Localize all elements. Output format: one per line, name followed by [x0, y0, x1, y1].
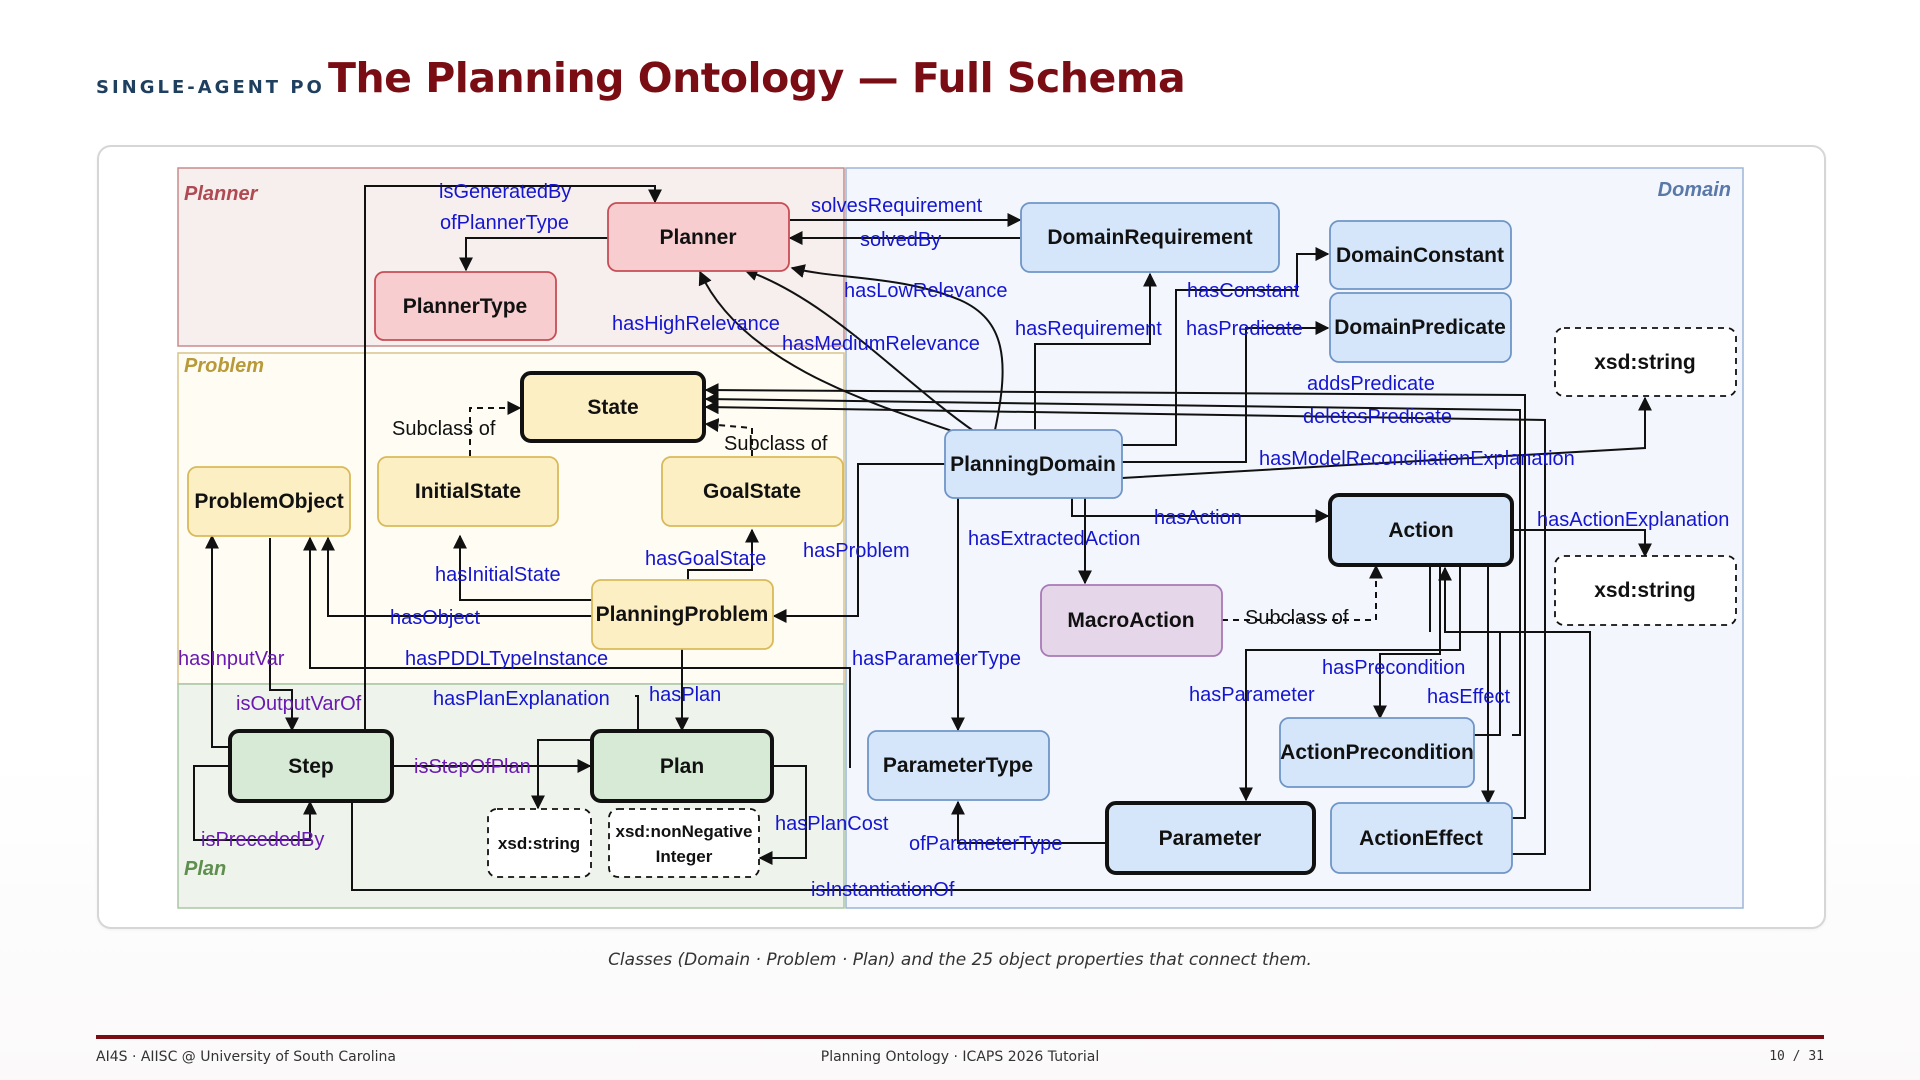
xsd-string-node-3	[487, 808, 592, 878]
label-is-instantiation-of: isInstantiationOf	[811, 879, 955, 901]
domain-requirement-class-label: DomainRequirement	[1047, 226, 1252, 249]
label-subclass-of-macro: Subclass of	[1245, 607, 1349, 629]
planner-type-class[interactable]	[374, 271, 557, 341]
action-class-label: Action	[1388, 519, 1453, 542]
label-has-action: hasAction	[1154, 507, 1242, 529]
label-has-model-reconciliation-explanation: hasModelReconciliationExplanation	[1259, 448, 1575, 470]
label-has-high-relevance: hasHighRelevance	[612, 313, 780, 335]
planning-problem-class[interactable]	[591, 579, 774, 650]
label-deletes-predicate: deletesPredicate	[1303, 406, 1452, 428]
label-has-requirement: hasRequirement	[1015, 318, 1162, 340]
page-number: 10 / 31	[1769, 1049, 1824, 1064]
label-of-planner-type: ofPlannerType	[440, 212, 569, 234]
planning-domain-class-label: PlanningDomain	[950, 453, 1116, 476]
label-has-input-var: hasInputVar	[178, 648, 285, 670]
domain-region-label: Domain	[1658, 179, 1731, 201]
footer-event: Planning Ontology · ICAPS 2026 Tutorial	[820, 1049, 1100, 1065]
xsd-string-label-3: xsd:string	[498, 834, 580, 853]
plan-region-label: Plan	[184, 858, 226, 880]
domain-predicate-class[interactable]	[1329, 292, 1512, 363]
action-precondition-class[interactable]	[1279, 717, 1475, 788]
label-has-problem: hasProblem	[803, 540, 910, 562]
label-solves-requirement: solvesRequirement	[811, 195, 983, 217]
domain-constant-class[interactable]	[1329, 220, 1512, 290]
domain-predicate-class-label: DomainPredicate	[1334, 316, 1506, 339]
action-effect-class[interactable]	[1330, 802, 1513, 874]
planner-class-label: Planner	[659, 226, 736, 249]
label-has-parameter-type: hasParameterType	[852, 648, 1021, 670]
goal-state-class-label: GoalState	[703, 480, 801, 503]
label-adds-predicate: addsPredicate	[1307, 373, 1435, 395]
parameter-class-label: Parameter	[1159, 827, 1262, 850]
initial-state-class[interactable]	[377, 456, 559, 527]
label-has-effect: hasEffect	[1427, 686, 1510, 708]
label-is-preceded-by: isPrecededBy	[201, 829, 324, 851]
xsd-string-label-1: xsd:string	[1594, 351, 1696, 374]
label-has-plan-explanation: hasPlanExplanation	[433, 688, 610, 710]
planner-region-label: Planner	[184, 183, 259, 205]
problem-object-class[interactable]	[187, 466, 351, 537]
xsd-string-label-2: xsd:string	[1594, 579, 1696, 602]
domain-requirement-class[interactable]	[1020, 202, 1280, 273]
label-has-pddl-type-instance: hasPDDLTypeInstance	[405, 648, 608, 670]
state-class[interactable]	[520, 371, 706, 443]
xsd-nonnegative-integer-node	[608, 808, 760, 878]
parameter-type-class-label: ParameterType	[883, 754, 1033, 777]
label-has-plan: hasPlan	[649, 684, 721, 706]
label-is-output-var-of: isOutputVarOf	[236, 693, 362, 715]
planning-domain-class[interactable]	[944, 429, 1123, 499]
xsd-string-node-2	[1554, 555, 1737, 626]
label-has-extracted-action: hasExtractedAction	[968, 528, 1140, 550]
label-has-goal-state: hasGoalState	[645, 548, 766, 570]
domain-constant-class-label: DomainConstant	[1336, 244, 1504, 267]
label-has-parameter: hasParameter	[1189, 684, 1315, 706]
action-class[interactable]	[1328, 493, 1514, 567]
planner-class[interactable]	[607, 202, 790, 272]
label-has-medium-relevance: hasMediumRelevance	[782, 333, 980, 355]
planning-problem-class-label: PlanningProblem	[596, 603, 769, 626]
initial-state-class-label: InitialState	[415, 480, 521, 503]
xsd-string-node-1	[1554, 327, 1737, 397]
label-has-object: hasObject	[390, 607, 480, 629]
label-is-step-of-plan: isStepOfPlan	[414, 756, 531, 778]
macro-action-class[interactable]	[1040, 584, 1223, 657]
section-kicker: SINGLE-AGENT PO	[96, 77, 325, 98]
problem-object-class-label: ProblemObject	[194, 490, 343, 513]
label-has-constant: hasConstant	[1187, 280, 1300, 302]
state-class-label: State	[587, 396, 638, 419]
label-is-generated-by: isGeneratedBy	[439, 181, 571, 203]
figure-caption: Classes (Domain · Problem · Plan) and th…	[608, 950, 1312, 970]
parameter-class[interactable]	[1105, 801, 1316, 875]
footer-rule	[96, 1035, 1824, 1039]
step-class-label: Step	[288, 755, 334, 778]
label-has-precondition: hasPrecondition	[1322, 657, 1465, 679]
label-has-initial-state: hasInitialState	[435, 564, 561, 586]
label-subclass-of-initial: Subclass of	[392, 418, 496, 440]
action-effect-class-label: ActionEffect	[1359, 827, 1483, 850]
step-class[interactable]	[228, 729, 394, 803]
action-precondition-class-label: ActionPrecondition	[1280, 741, 1474, 764]
macro-action-class-label: MacroAction	[1067, 609, 1194, 632]
problem-region-label: Problem	[184, 355, 264, 377]
xsd-nonnegative-label-1: xsd:nonNegative	[616, 822, 753, 841]
slide-title: The Planning Ontology — Full Schema	[328, 54, 1186, 102]
label-has-action-explanation: hasActionExplanation	[1537, 509, 1729, 531]
label-solved-by: solvedBy	[860, 229, 941, 251]
label-of-parameter-type: ofParameterType	[909, 833, 1062, 855]
label-subclass-of-goal: Subclass of	[724, 433, 828, 455]
goal-state-class[interactable]	[661, 456, 844, 527]
label-has-plan-cost: hasPlanCost	[775, 813, 889, 835]
xsd-nonnegative-label-2: Integer	[656, 847, 713, 866]
label-has-low-relevance: hasLowRelevance	[844, 280, 1007, 302]
plan-class[interactable]	[590, 729, 774, 803]
parameter-type-class[interactable]	[867, 730, 1050, 801]
footer-affiliation: AI4S · AIISC @ University of South Carol…	[96, 1049, 397, 1065]
label-has-predicate: hasPredicate	[1186, 318, 1303, 340]
plan-class-label: Plan	[660, 755, 704, 778]
planner-type-class-label: PlannerType	[403, 295, 527, 318]
